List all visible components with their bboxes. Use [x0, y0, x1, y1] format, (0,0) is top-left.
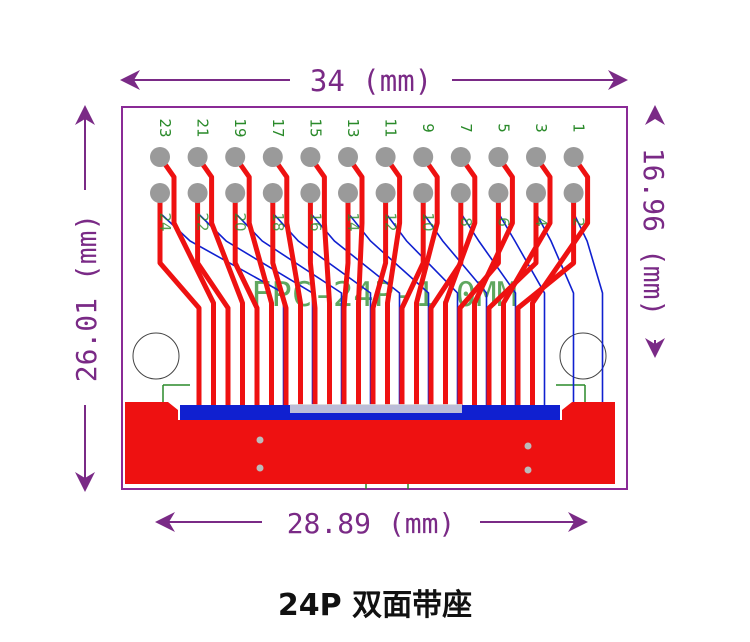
- top-trace: [457, 193, 501, 410]
- pin-label-bottom: 18: [269, 212, 287, 231]
- top-trace: [383, 155, 403, 410]
- caption-title: 24P 双面带座: [277, 588, 473, 623]
- pin-label-top: 23: [156, 118, 174, 137]
- top-trace: [399, 193, 426, 410]
- pin-label-top: 19: [231, 118, 249, 137]
- pin-label-bottom: 4: [532, 217, 550, 227]
- via: [524, 442, 532, 450]
- connector-slot: [290, 404, 462, 413]
- pad: [413, 183, 434, 203]
- top-trace: [443, 155, 478, 410]
- top-trace: [501, 155, 553, 410]
- pin-label-top: 17: [269, 118, 287, 137]
- top-trace: [157, 155, 216, 410]
- pin-label-top: 3: [532, 123, 550, 133]
- pad: [225, 183, 246, 203]
- via: [256, 436, 264, 444]
- pad: [526, 183, 546, 203]
- mounting-hole-left: [132, 332, 180, 380]
- top-trace: [515, 193, 577, 410]
- pin-label-top: 5: [494, 123, 512, 133]
- silkscreen-outline: [162, 384, 586, 489]
- top-trace: [270, 155, 303, 410]
- pin-label-bottom: 16: [306, 212, 324, 231]
- pin-label-bottom: 20: [231, 212, 249, 231]
- pin-label-top: 1: [570, 123, 588, 133]
- pad: [338, 147, 358, 167]
- pin-label-bottom: 24: [156, 212, 174, 231]
- via: [524, 466, 532, 474]
- pad: [563, 183, 584, 203]
- pin-label-bottom: 22: [194, 212, 212, 231]
- top-trace: [233, 155, 274, 410]
- pad: [488, 183, 509, 203]
- pad: [413, 147, 434, 167]
- pin-label-top: 21: [194, 118, 212, 137]
- pad: [338, 183, 358, 203]
- pad: [187, 147, 208, 167]
- top-trace: [345, 155, 365, 410]
- top-layer-traces: [157, 155, 591, 410]
- top-trace: [157, 193, 202, 410]
- pin-label-top: 11: [382, 118, 400, 137]
- pin-label-bottom: 8: [457, 217, 475, 227]
- top-trace: [232, 193, 260, 410]
- pad: [375, 147, 396, 167]
- pin-label-bottom: 2: [570, 217, 588, 227]
- pin-labels-top: 23 21 19 17 15 13 11 9 7 5 3 1: [156, 118, 588, 137]
- top-trace: [428, 193, 464, 410]
- pad: [150, 147, 170, 167]
- dim-height-left: 26.01 (mm): [70, 214, 103, 383]
- top-trace: [486, 193, 539, 410]
- top-trace: [308, 155, 332, 410]
- dim-height-right: 16.96 (mm): [637, 148, 670, 317]
- pin-labels-bottom: 24 22 20 18 16 14 12 10 8 6 4 2: [156, 212, 588, 231]
- pad: [187, 183, 208, 203]
- top-trace: [307, 193, 318, 410]
- pad: [300, 183, 321, 203]
- pad: [488, 147, 509, 167]
- pad: [375, 183, 396, 203]
- pad: [563, 147, 584, 167]
- top-trace: [270, 193, 289, 410]
- pad: [526, 147, 546, 167]
- top-trace: [530, 155, 591, 410]
- pad-row-bottom: [150, 183, 584, 203]
- via: [256, 464, 264, 472]
- pin-label-bottom: 14: [344, 212, 362, 231]
- mounting-hole-right: [559, 332, 607, 380]
- pad: [150, 183, 170, 203]
- pin-label-bottom: 12: [382, 212, 400, 231]
- pin-label-top: 9: [419, 123, 437, 133]
- dim-width-top: 34 (mm): [310, 64, 432, 98]
- pin-label-top: 7: [457, 123, 475, 133]
- pin-label-top: 15: [306, 118, 324, 137]
- pad: [262, 147, 283, 167]
- top-trace: [414, 155, 440, 410]
- top-trace: [195, 193, 231, 410]
- dim-width-bottom: 28.89 (mm): [287, 507, 456, 540]
- pad: [450, 183, 471, 203]
- top-trace: [341, 193, 351, 410]
- top-trace: [195, 155, 245, 410]
- pin-label-top: 13: [344, 118, 362, 137]
- pin-label-bottom: 6: [494, 217, 512, 227]
- pad: [450, 147, 471, 167]
- pad: [300, 147, 321, 167]
- pad-row-top: [150, 147, 584, 167]
- top-trace: [472, 155, 515, 410]
- pin-label-bottom: 10: [419, 212, 437, 231]
- connector-copper: [125, 402, 615, 484]
- pad: [225, 147, 246, 167]
- top-trace: [370, 193, 389, 410]
- pad: [262, 183, 283, 203]
